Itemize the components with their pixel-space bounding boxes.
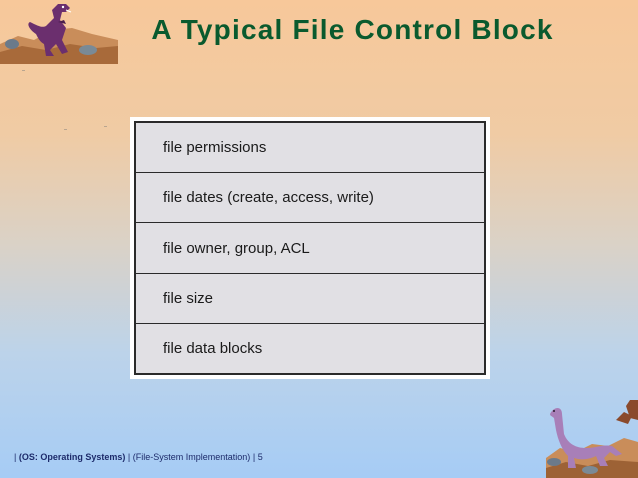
decorative-speck — [64, 129, 67, 130]
slide-footer: | (OS: Operating Systems) | (File-System… — [14, 452, 263, 462]
fcb-row-data-blocks: file data blocks — [136, 322, 484, 373]
decorative-speck — [22, 70, 25, 71]
dinosaur-bottom-right-icon — [546, 400, 638, 478]
decorative-speck — [104, 126, 107, 127]
footer-separator: | — [14, 452, 17, 462]
footer-chapter: (File-System Implementation) — [132, 452, 251, 462]
footer-separator: | — [252, 452, 256, 462]
footer-page-number: 5 — [257, 452, 263, 462]
footer-separator: | — [127, 452, 131, 462]
fcb-row-owner: file owner, group, ACL — [136, 222, 484, 272]
fcb-row-permissions: file permissions — [163, 139, 267, 157]
file-control-block-table: file permissions file dates (create, acc… — [134, 121, 486, 375]
slide-title: A Typical File Control Block — [151, 14, 554, 45]
fcb-row-dates: file dates (create, access, write) — [136, 172, 484, 222]
footer-course: (OS: Operating Systems) — [18, 452, 126, 462]
file-control-block-figure: file permissions file dates (create, acc… — [130, 117, 490, 379]
fcb-row-size: file size — [136, 272, 484, 323]
dinosaur-top-left-icon — [0, 4, 118, 64]
